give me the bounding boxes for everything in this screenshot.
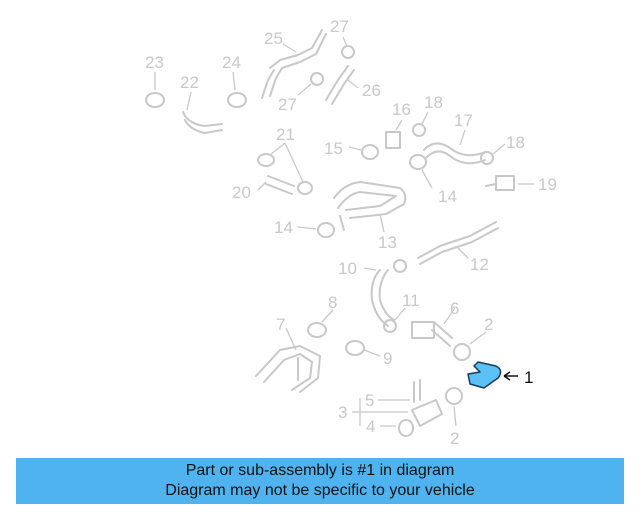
callout-24: 24 <box>222 53 241 72</box>
part-27-top <box>341 36 355 59</box>
callout-20: 20 <box>232 183 251 202</box>
part-12 <box>417 221 499 265</box>
part-26 <box>325 65 359 105</box>
part-10 <box>363 267 395 327</box>
callout-18-lower: 18 <box>506 133 525 152</box>
part-4 <box>380 419 414 437</box>
part-16 <box>385 119 403 149</box>
banner-line-disclaimer: Diagram may not be specific to your vehi… <box>165 482 475 499</box>
part-18-lower <box>480 143 506 165</box>
part-14-right <box>409 154 433 189</box>
part-21 <box>257 142 313 195</box>
part-27-mid <box>297 72 324 96</box>
callout-11: 11 <box>402 291 420 310</box>
callout-10: 10 <box>338 259 357 278</box>
part-8 <box>307 309 334 338</box>
callout-8: 8 <box>328 293 337 312</box>
part-11 <box>383 259 407 333</box>
part-24 <box>227 71 247 108</box>
part-1-highlighted <box>467 361 518 389</box>
part-14-left <box>297 222 335 238</box>
callout-4: 4 <box>366 417 375 436</box>
part-9 <box>345 340 381 357</box>
part-22 <box>182 91 223 134</box>
callout-19: 19 <box>538 175 557 194</box>
part-5 <box>378 379 421 403</box>
part-15 <box>348 144 379 160</box>
part-2-upper <box>453 331 487 361</box>
callout-9: 9 <box>383 349 392 368</box>
callout-22: 22 <box>180 73 199 92</box>
part-3 <box>352 398 443 427</box>
callout-27-mid: 27 <box>278 95 297 114</box>
callout-1: 1 <box>524 368 533 387</box>
callout-2-lower: 2 <box>450 429 459 448</box>
callout-5: 5 <box>365 391 374 410</box>
callout-7: 7 <box>276 315 285 334</box>
callout-21: 21 <box>276 125 295 144</box>
callout-23: 23 <box>145 53 164 72</box>
part-7 <box>255 327 321 393</box>
callout-14-left: 14 <box>274 218 293 237</box>
part-25 <box>261 29 327 99</box>
callout-3: 3 <box>338 403 347 422</box>
part-6 <box>411 307 456 347</box>
callout-16: 16 <box>392 100 411 119</box>
callout-15: 15 <box>324 139 343 158</box>
part-18-upper <box>412 111 429 137</box>
callout-17: 17 <box>454 111 473 130</box>
parts-diagram: 27 25 23 24 22 27 26 16 18 17 21 15 18 2… <box>145 17 557 448</box>
part-13 <box>333 181 407 233</box>
callout-27-top: 27 <box>330 17 349 36</box>
callout-2-upper: 2 <box>484 315 493 334</box>
callout-25: 25 <box>264 29 283 48</box>
callout-26: 26 <box>362 81 381 100</box>
callout-12: 12 <box>470 255 489 274</box>
part-2-lower <box>445 387 463 427</box>
part-23 <box>145 72 165 108</box>
part-20 <box>257 175 295 195</box>
part-17 <box>423 129 486 165</box>
callout-18-upper: 18 <box>424 93 443 112</box>
banner-line-part-info: Part or sub-assembly is #1 in diagram <box>185 462 455 479</box>
callout-6: 6 <box>450 299 459 318</box>
callout-14-right: 14 <box>438 187 457 206</box>
part-19 <box>485 175 534 191</box>
info-banner: Part or sub-assembly is #1 in diagram Di… <box>16 458 624 504</box>
callout-13: 13 <box>378 233 397 252</box>
